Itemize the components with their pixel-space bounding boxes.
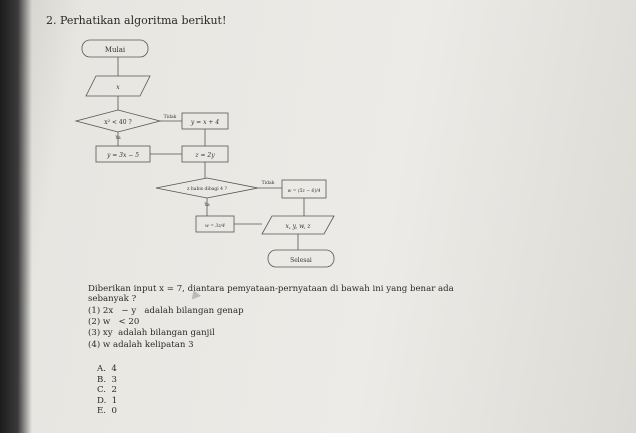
flow-process-z-label: z = 2y bbox=[194, 152, 215, 159]
flow-output-shape bbox=[261, 215, 335, 235]
question-title-text: Perhatikan algoritma berikut! bbox=[60, 14, 227, 27]
flow-input-label: x bbox=[116, 84, 120, 91]
flow-decision-1-label: x² < 40 ? bbox=[104, 119, 131, 126]
flow-end-label: Selesai bbox=[290, 257, 312, 264]
statement-list: (1) 2x − y adalah bilangan genap (2) w <… bbox=[88, 306, 244, 351]
flow-process-w-no-label: w = (5z − 6)/4 bbox=[287, 187, 320, 194]
statement-item: (2) w < 20 bbox=[88, 317, 140, 328]
question-title: 2. Perhatikan algoritma berikut! bbox=[46, 14, 226, 27]
option-b[interactable]: B. 3 bbox=[97, 374, 117, 385]
flow-decision-2-no-label: Tidak bbox=[262, 180, 275, 186]
flow-process-y-no-label: y = x + 4 bbox=[190, 119, 219, 126]
option-c[interactable]: C. 2 bbox=[97, 385, 117, 395]
flow-end-terminal bbox=[267, 249, 335, 268]
flow-process-w-yes-label: w = 3z/4 bbox=[205, 223, 225, 229]
statement-item: (1) 2x − y adalah bilangan genap bbox=[88, 306, 244, 316]
flow-decision-2-yes-label: Ya bbox=[203, 202, 210, 208]
statement-item: (3) xy adalah bilangan ganjil bbox=[88, 328, 215, 339]
flow-output-label: x, y, w, z bbox=[285, 223, 311, 230]
prompt-line-1: Diberikan input x = 7, diantara pemyataa… bbox=[88, 284, 454, 294]
prompt-line-2: sebanyak ? bbox=[88, 294, 137, 304]
statement-item: (4) w adalah kelipatan 3 bbox=[88, 339, 194, 350]
flow-decision-1-no-label: Tidak bbox=[164, 114, 177, 120]
answer-options: A. 4 B. 3 C. 2 D. 1 E. 0 bbox=[97, 364, 117, 417]
option-a[interactable]: A. 4 bbox=[97, 364, 117, 374]
flow-start-terminal bbox=[81, 39, 149, 58]
option-e[interactable]: E. 0 bbox=[97, 406, 117, 416]
flow-decision-1-yes-label: Ya bbox=[114, 135, 121, 141]
flow-input-shape bbox=[85, 75, 151, 97]
dark-edge-shadow bbox=[0, 0, 32, 433]
question-number: 2. bbox=[46, 14, 57, 27]
option-d[interactable]: D. 1 bbox=[97, 395, 118, 406]
flow-start-label: Mulai bbox=[105, 46, 126, 54]
flow-decision-2-label: z habis dibagi 4 ? bbox=[187, 186, 227, 192]
flow-process-y-yes-label: y = 3x − 5 bbox=[106, 152, 139, 159]
question-prompt: Diberikan input x = 7, diantara pemyataa… bbox=[88, 284, 558, 304]
